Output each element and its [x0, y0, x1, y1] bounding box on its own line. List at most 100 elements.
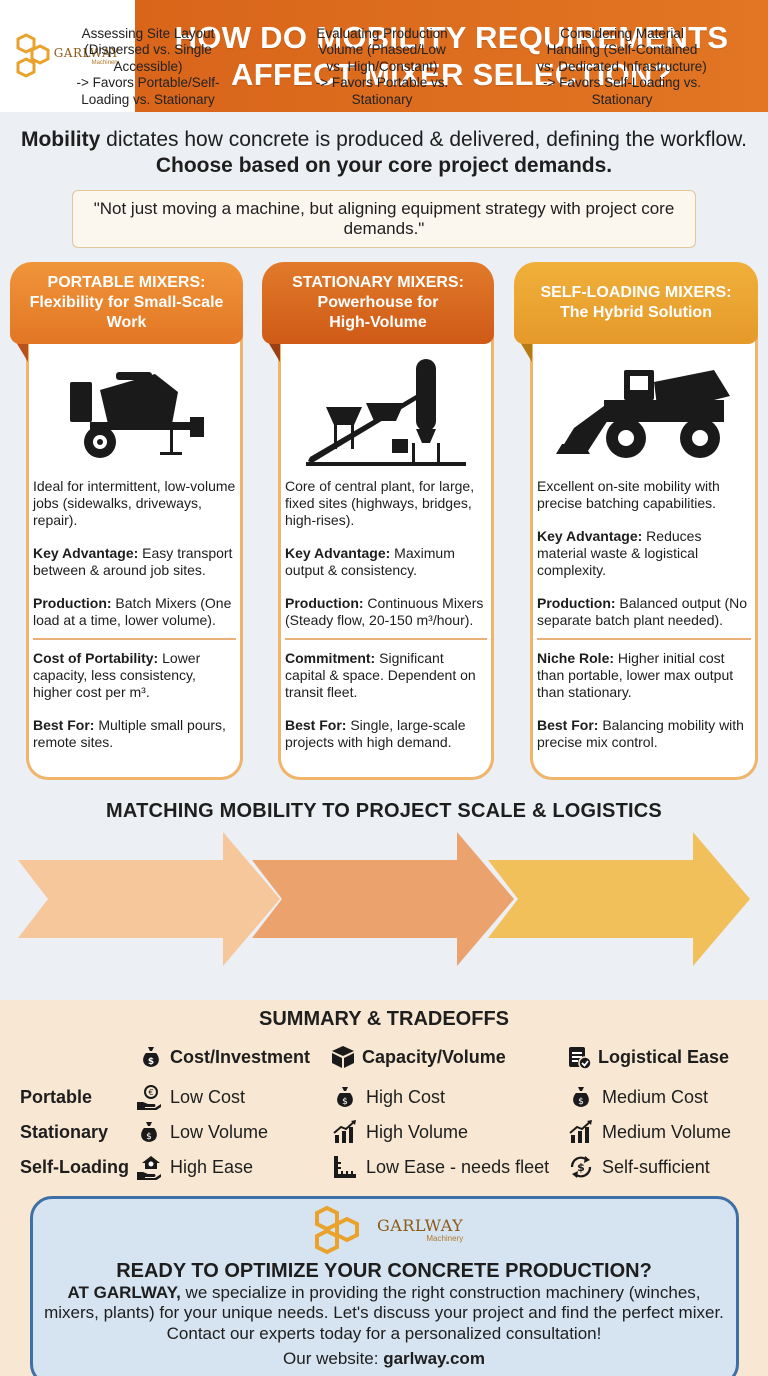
value: Multiple small pours, remote sites. [33, 716, 226, 750]
card-advantage: Key Advantage: Easy transport between & … [33, 545, 236, 579]
cta-brand-logo[interactable]: GARLWAY Machinery [313, 1205, 463, 1255]
value: Reduces material waste & logistical comp… [537, 528, 702, 579]
cell-self-loading-cost: High Ease [136, 1154, 253, 1180]
card-best: Best For: Balancing mobility with precis… [537, 717, 751, 751]
brand-name: GARLWAY [53, 45, 120, 60]
cta-title: READY TO OPTIMIZE YOUR CONCRETE PRODUCTI… [116, 1260, 652, 1282]
brand-sub: Machinery [91, 59, 120, 66]
value: Batch Mixers (One load at a time, lower … [33, 595, 232, 629]
brand-logo[interactable]: GARLWAY Machinery [16, 33, 120, 79]
cell-portable-logistics: $ Medium Cost [568, 1084, 708, 1110]
cell-text: High Volume [366, 1121, 469, 1142]
cell-portable-capacity: $ High Cost [332, 1084, 445, 1110]
col-head-cost: $ Cost/Investment [138, 1044, 310, 1070]
intro-bold-2: Choose based on your core project demand… [155, 154, 613, 178]
label: Production: [33, 595, 112, 612]
card-production: Production: Continuous Mixers (Steady fl… [285, 595, 487, 629]
hexagon-logo-icon [16, 33, 50, 78]
card-banner-self-loading: SELF-LOADING MIXERS: The Hybrid Solution [514, 262, 758, 344]
value: Significant capital & space. Dependent o… [285, 649, 476, 700]
svg-text:$: $ [578, 1097, 584, 1107]
cell-text: High Ease [170, 1156, 254, 1177]
step-2-text: Evaluating Production Volume (Phased/Low… [315, 25, 449, 107]
ruler-icon [332, 1154, 358, 1180]
card-commitment: Commitment: Significant capital & space.… [285, 650, 487, 701]
summary-title: SUMMARY & TRADEOFFS [259, 1008, 509, 1030]
value: Maximum output & consistency. [285, 545, 455, 579]
value: Higher initial cost than portable, lower… [537, 649, 734, 700]
web-label: Our website: [283, 1349, 384, 1368]
header: GARLWAY Machinery HOW DO MOBILITY REQUIR… [0, 0, 768, 112]
card-text-portable: Ideal for intermittent, low-volume jobs … [33, 478, 236, 751]
label: Commitment: [285, 649, 376, 666]
quote-box: "Not just moving a machine, but aligning… [72, 190, 696, 248]
step-1-text: Assessing Site Layout (Dispersed vs. Sin… [76, 25, 220, 107]
cell-portable-cost: € Low Cost [136, 1084, 245, 1110]
cell-stationary-cost: $ Low Volume [136, 1119, 268, 1145]
website-link[interactable]: garlway.com [383, 1349, 485, 1368]
card-text-stationary: Core of central plant, for large, fixed … [285, 478, 487, 751]
svg-text:$: $ [342, 1097, 348, 1107]
money-bag-icon: $ [138, 1044, 164, 1070]
card-advantage: Key Advantage: Reduces material waste & … [537, 528, 751, 579]
row-label-stationary: Stationary [20, 1122, 109, 1142]
svg-text:€: € [148, 1088, 153, 1097]
card-portable: PORTABLE MIXERS: Flexibility for Small-S… [10, 262, 243, 780]
value: Single, large-scale projects with high d… [285, 716, 466, 750]
card-body-self-loading: Excellent on-site mobility with precise … [530, 332, 758, 780]
title-banner: HOW DO MOBILITY REQUIREMENTS AFFECT MIXE… [135, 0, 768, 112]
value: Lower capacity, less consistency, higher… [33, 649, 201, 700]
card-self-loading: SELF-LOADING MIXERS: The Hybrid Solution [514, 262, 758, 780]
cell-text: Medium Volume [602, 1121, 732, 1142]
cell-text: High Cost [366, 1086, 446, 1107]
cta-text: AT GARLWAY, we specialize in providing t… [40, 1283, 728, 1344]
hand-house-icon [136, 1154, 162, 1180]
card-production: Production: Balanced output (No separate… [537, 595, 751, 629]
cta-box: GARLWAY Machinery [30, 1196, 739, 1376]
card-text-self-loading: Excellent on-site mobility with precise … [537, 478, 751, 751]
card-intro: Core of central plant, for large, fixed … [285, 478, 475, 529]
cell-text: Low Volume [170, 1121, 269, 1142]
col-label: Logistical Ease [598, 1046, 730, 1067]
col-label: Cost/Investment [170, 1046, 311, 1067]
self-loading-mixer-icon [537, 352, 751, 472]
card-divider [537, 637, 751, 640]
hexagon-logo-icon [315, 1205, 359, 1255]
row-label-portable: Portable [20, 1087, 93, 1107]
card-cost: Cost of Portability: Lower capacity, les… [33, 650, 236, 701]
card-niche: Niche Role: Higher initial cost than por… [537, 650, 751, 701]
label: Best For: [33, 716, 95, 733]
box-icon [330, 1044, 356, 1070]
brand-name: GARLWAY [377, 1215, 464, 1235]
card-banner-portable: PORTABLE MIXERS: Flexibility for Small-S… [10, 262, 243, 344]
card-best: Best For: Single, large-scale projects w… [285, 717, 487, 751]
money-bag-icon: $ [332, 1084, 358, 1110]
step-3-text: Considering Material Handling (Self-Cont… [537, 25, 707, 107]
growth-chart-icon [568, 1119, 594, 1145]
col-head-capacity: Capacity/Volume [330, 1044, 506, 1070]
col-head-logistics: Logistical Ease [566, 1044, 729, 1070]
cta-bold: AT GARLWAY, [67, 1283, 181, 1302]
intro-bold-1: Mobility [20, 128, 101, 151]
label: Production: [285, 595, 364, 612]
card-divider [33, 637, 236, 640]
value: Easy transport between & around job site… [33, 545, 233, 579]
label: Best For: [537, 716, 599, 733]
card-best: Best For: Multiple small pours, remote s… [33, 717, 236, 751]
label: Production: [537, 595, 616, 612]
card-stationary: STATIONARY MIXERS: Powerhouse for High-V… [262, 262, 494, 780]
svg-text:$: $ [148, 1057, 154, 1067]
svg-text:$: $ [577, 1161, 585, 1174]
label: Key Advantage: [33, 545, 139, 562]
cell-text: Self-sufficient [602, 1156, 710, 1177]
page-title: HOW DO MOBILITY REQUIREMENTS AFFECT MIXE… [174, 19, 729, 92]
card-advantage: Key Advantage: Maximum output & consiste… [285, 545, 487, 579]
checklist-icon [566, 1044, 592, 1070]
label: Key Advantage: [537, 528, 643, 545]
card-banner-stationary: STATIONARY MIXERS: Powerhouse for High-V… [262, 262, 494, 344]
card-intro: Excellent on-site mobility with precise … [537, 478, 720, 512]
card-body-stationary: Core of central plant, for large, fixed … [278, 332, 494, 780]
card-body-portable: Ideal for intermittent, low-volume jobs … [26, 332, 243, 780]
col-label: Capacity/Volume [362, 1046, 506, 1067]
cell-stationary-logistics: Medium Volume [568, 1119, 731, 1145]
